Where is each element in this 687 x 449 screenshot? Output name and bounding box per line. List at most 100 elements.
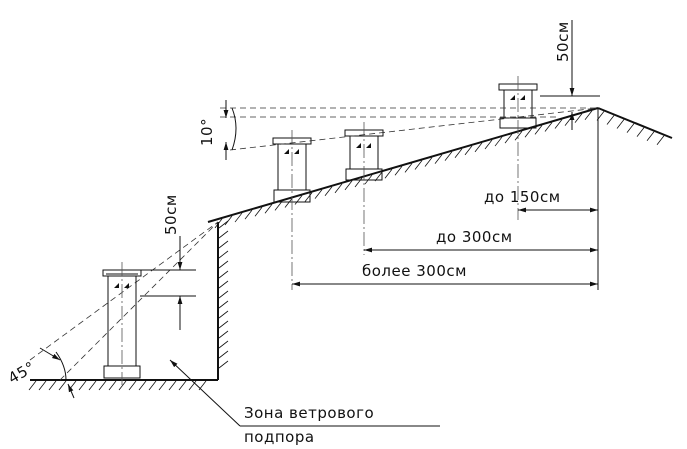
- dim-more-300-label: более 300см: [362, 262, 467, 280]
- hatch-stroke: [218, 290, 229, 299]
- hatch-stroke: [28, 380, 37, 391]
- dim-150: до 150см: [484, 188, 598, 213]
- dim-more-300: более 300см: [292, 262, 598, 287]
- hatch-stroke: [158, 380, 167, 391]
- hatch-stroke: [218, 320, 229, 329]
- hatch-stroke: [324, 186, 333, 196]
- hatch-stroke: [534, 125, 543, 135]
- hatch-stroke: [474, 142, 483, 153]
- hatch-stroke: [218, 280, 229, 289]
- hatch-stroke: [178, 380, 187, 391]
- chimney-roof-3: [498, 76, 538, 220]
- hatch-stroke: [218, 350, 229, 359]
- hatch-stroke: [444, 151, 453, 161]
- angle-10: 10°: [198, 100, 237, 160]
- wind-zone-boundary: [29, 221, 219, 361]
- hatch-stroke: [218, 230, 229, 239]
- wind-zone-boundary-2: [59, 221, 219, 381]
- angle-45: 45°: [5, 347, 75, 399]
- hatch-stroke: [656, 135, 665, 146]
- hatch-stroke: [48, 380, 57, 391]
- hatch-stroke: [98, 380, 107, 391]
- dim-150-label: до 150см: [484, 188, 561, 206]
- hatch-stroke: [414, 160, 423, 170]
- hatch-stroke: [264, 204, 273, 214]
- hatch-stroke: [354, 177, 363, 188]
- hatch-stroke: [148, 380, 157, 391]
- chimney-ground: [102, 262, 142, 385]
- hatch-stroke: [244, 209, 253, 220]
- dim-50-left: 50см: [140, 194, 196, 330]
- angle-10-label: 10°: [198, 118, 216, 146]
- hatch-stroke: [574, 113, 583, 123]
- hatch-stroke: [218, 240, 229, 249]
- hatch-stroke: [454, 148, 463, 158]
- hatch-stroke: [514, 130, 523, 141]
- hatch-stroke: [584, 110, 593, 120]
- chimney-roof-2: [344, 122, 384, 255]
- hatch-stroke: [616, 119, 625, 129]
- dim-50-top: 50см: [540, 20, 600, 130]
- hatch-stroke: [224, 215, 233, 226]
- hatch-stroke: [218, 250, 229, 259]
- hatch-stroke: [234, 212, 243, 223]
- hatch-stroke: [218, 330, 229, 339]
- hatch-stroke: [218, 260, 229, 269]
- wind-zone-callout: Зона ветрового подпора: [169, 359, 440, 446]
- hatch-stroke: [168, 380, 177, 391]
- hatch-stroke: [284, 198, 293, 208]
- hatch-stroke: [314, 189, 323, 199]
- hatch-stroke: [58, 380, 67, 391]
- hatch-stroke: [188, 380, 197, 391]
- dim-50-top-label: 50см: [554, 21, 572, 62]
- hatch-stroke: [636, 127, 645, 137]
- hatch-stroke: [214, 218, 223, 229]
- hatch-stroke: [606, 115, 615, 125]
- wind-zone-label-line1: Зона ветрового: [244, 404, 374, 422]
- hatch-stroke: [646, 131, 655, 141]
- dim-50-left-label: 50см: [162, 194, 180, 235]
- dim-300: до 300см: [364, 228, 598, 253]
- hatch-stroke: [218, 220, 229, 229]
- hatch-stroke: [504, 133, 513, 144]
- hatch-stroke: [254, 206, 263, 217]
- hatch-stroke: [394, 166, 403, 176]
- building-wall: [217, 220, 229, 380]
- hatch-stroke: [118, 380, 127, 391]
- hatch-stroke: [218, 310, 229, 319]
- hatch-stroke: [218, 300, 229, 309]
- hatch-stroke: [304, 192, 313, 202]
- hatch-stroke: [554, 119, 563, 129]
- hatch-stroke: [108, 380, 117, 391]
- hatch-stroke: [424, 157, 433, 167]
- hatch-stroke: [404, 163, 413, 173]
- hatch-stroke: [38, 380, 47, 391]
- hatch-stroke: [434, 154, 443, 164]
- angle-45-label: 45°: [5, 358, 38, 388]
- hatch-stroke: [494, 136, 503, 147]
- hatch-stroke: [464, 145, 473, 156]
- hatch-stroke: [334, 183, 343, 194]
- hatch-stroke: [78, 380, 87, 391]
- hatch-stroke: [138, 380, 147, 391]
- hatch-stroke: [294, 195, 303, 205]
- hatch-stroke: [274, 201, 283, 211]
- hatch-stroke: [484, 139, 493, 150]
- hatch-stroke: [626, 123, 635, 133]
- ground-left: [28, 379, 218, 391]
- hatch-stroke: [88, 380, 97, 391]
- angle-10-line: [229, 107, 599, 151]
- hatch-stroke: [524, 128, 533, 138]
- hatch-stroke: [128, 380, 137, 391]
- chimney-roof-1: [272, 130, 312, 290]
- hatch-stroke: [218, 270, 229, 279]
- hatch-stroke: [544, 122, 553, 132]
- hatch-stroke: [344, 180, 353, 191]
- hatch-stroke: [218, 360, 229, 369]
- dim-300-label: до 300см: [436, 228, 513, 246]
- hatch-stroke: [218, 340, 229, 349]
- hatch-stroke: [384, 168, 393, 179]
- wind-zone-label-line2: подпора: [244, 428, 315, 446]
